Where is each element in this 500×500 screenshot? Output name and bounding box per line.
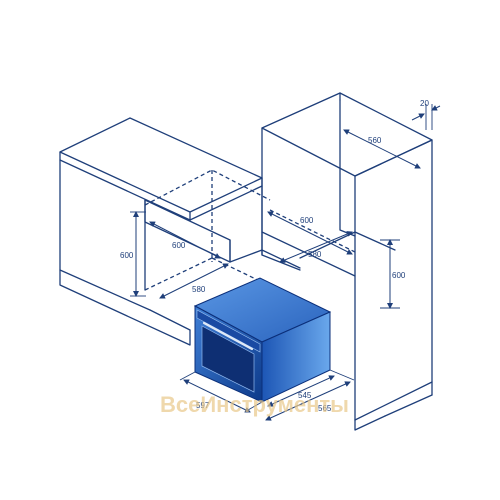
label-oven-depth-body: 545 [298, 391, 312, 400]
label-upper-height: 600 [392, 271, 406, 280]
label-lower-height: 600 [120, 251, 134, 260]
label-top-depth: 560 [368, 136, 382, 145]
label-upper-width: 600 [300, 216, 314, 225]
dimension-lines [130, 104, 441, 421]
label-lower-width: 600 [172, 241, 186, 250]
label-top-gap: 20 [420, 99, 429, 108]
dimension-labels: 600 600 580 600 580 600 560 20 597 545 5… [120, 99, 429, 413]
watermark: ВсеИнструменты [160, 392, 349, 417]
label-oven-depth-total: 565 [318, 404, 332, 413]
oven-door-window [201, 325, 255, 393]
label-oven-width: 597 [196, 401, 210, 410]
oven-appliance [193, 277, 332, 403]
label-upper-depth: 580 [308, 250, 322, 259]
label-lower-depth: 580 [192, 285, 206, 294]
oven-handle [202, 321, 254, 351]
